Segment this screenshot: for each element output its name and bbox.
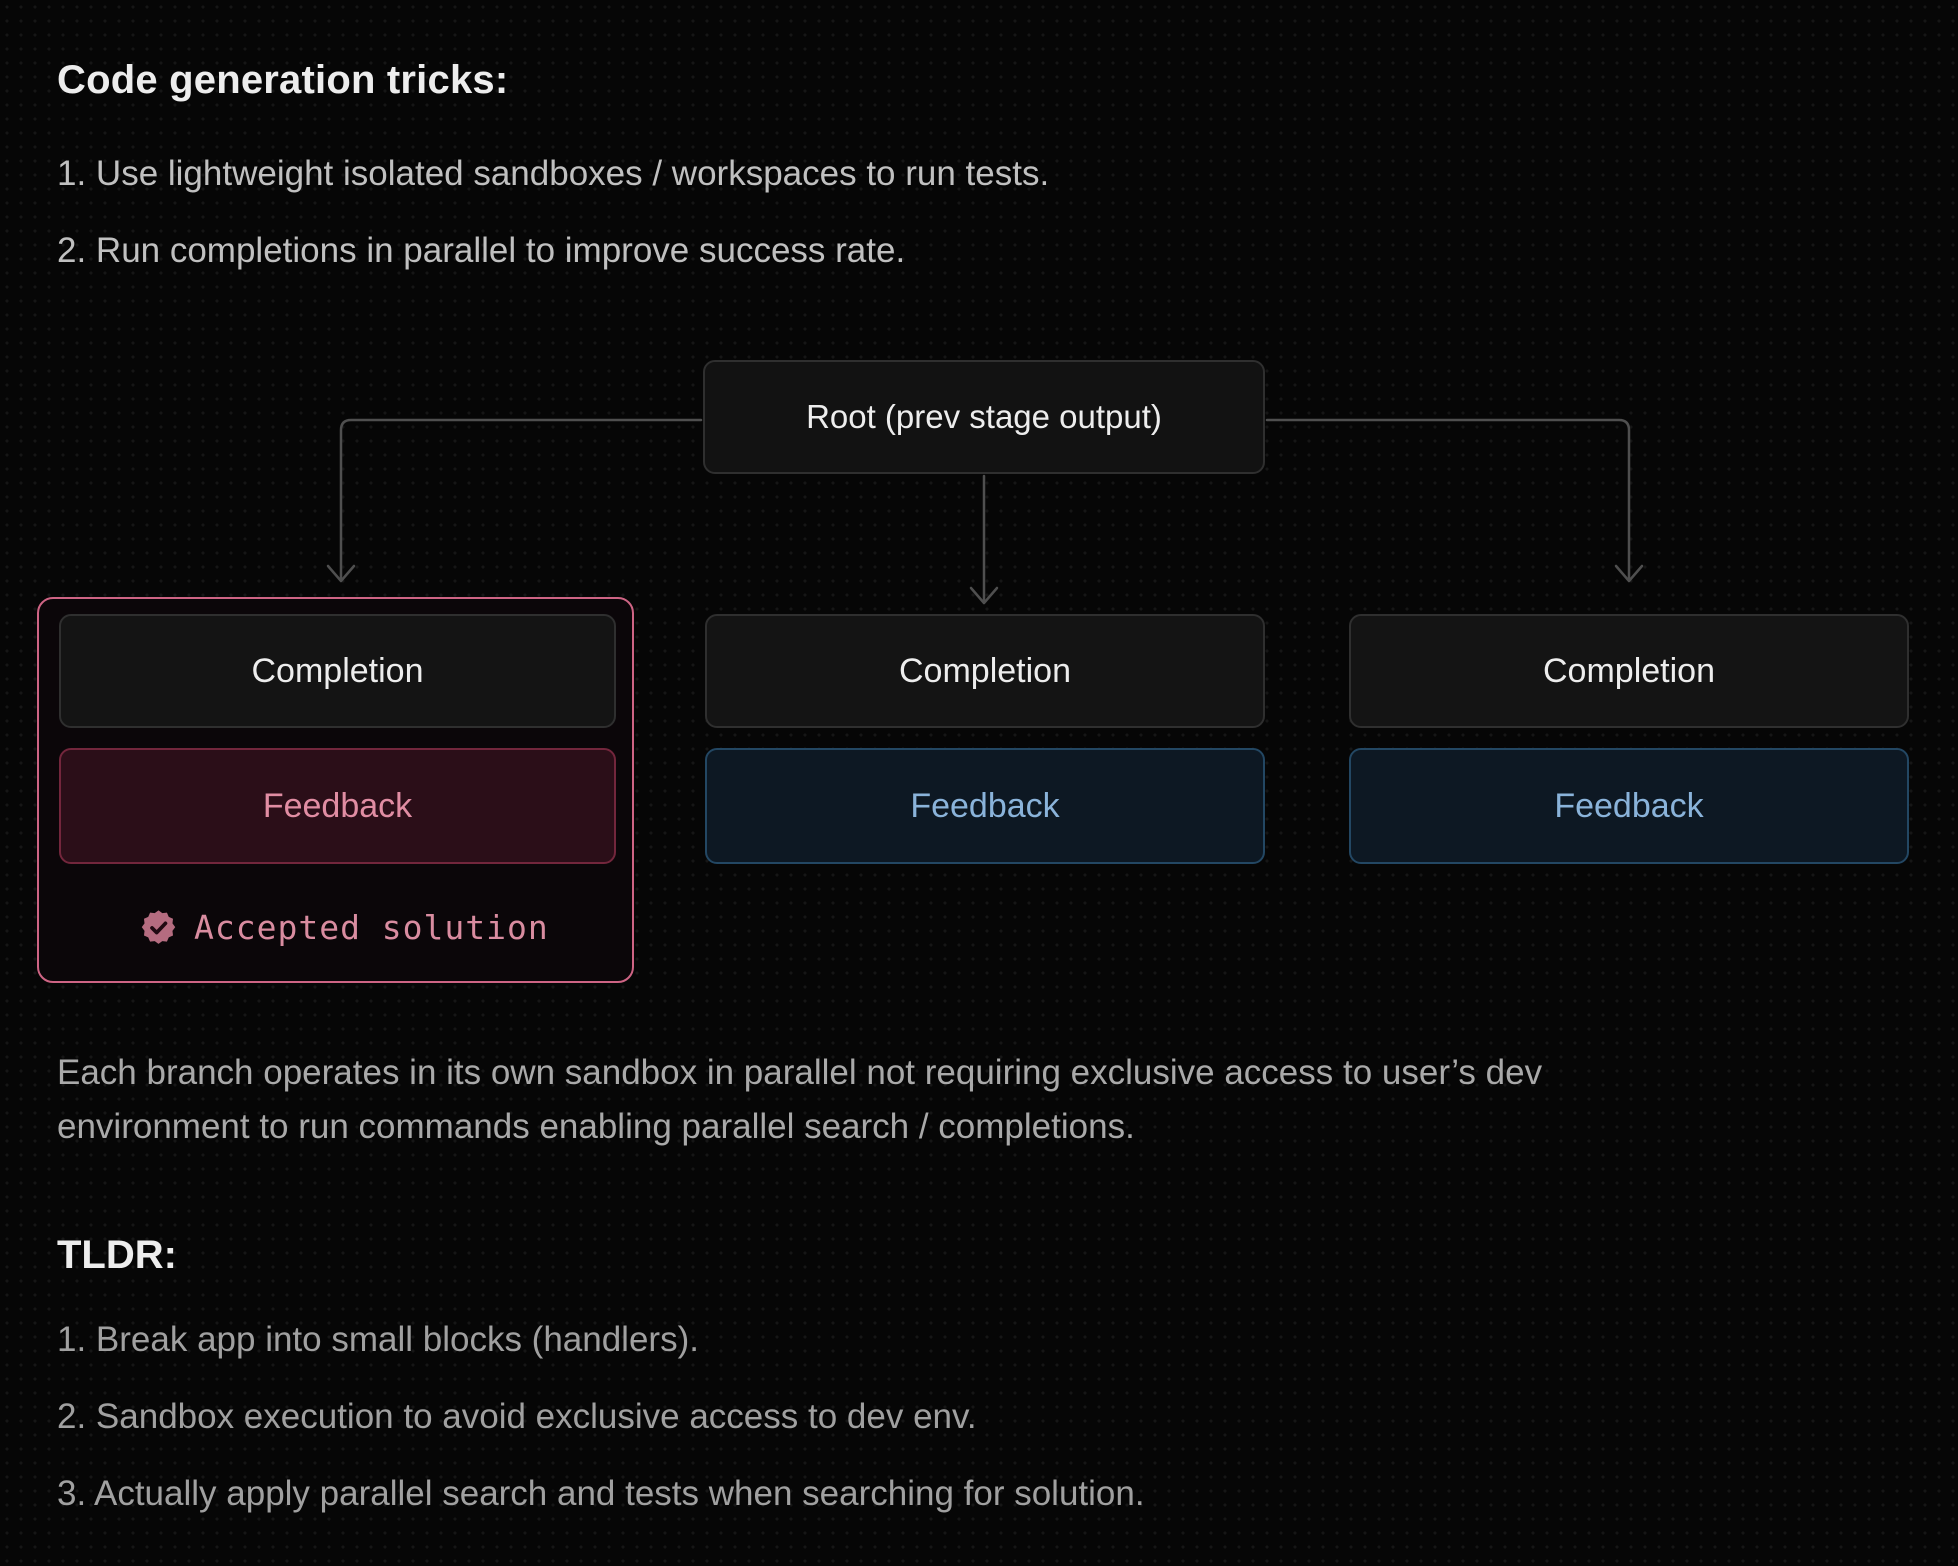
arrowhead-middle — [969, 586, 999, 605]
page-title: Code generation tricks: — [57, 58, 509, 102]
completion-node-1: Completion — [59, 614, 616, 728]
feedback-node-1-label: Feedback — [262, 786, 413, 825]
arrowhead-left — [326, 564, 356, 583]
accepted-solution-row: Accepted solution — [140, 895, 549, 959]
feedback-node-2: Feedback — [705, 748, 1265, 864]
tldr-list-item-2: 2. Sandbox execution to avoid exclusive … — [57, 1397, 977, 1436]
edge-root-to-right — [1265, 418, 1631, 580]
accepted-solution-label: Accepted solution — [194, 907, 549, 947]
arrowhead-right — [1614, 564, 1644, 583]
tldr-title: TLDR: — [57, 1233, 177, 1277]
completion-node-3: Completion — [1349, 614, 1909, 728]
edge-root-to-left — [339, 418, 703, 580]
tldr-list-item-3: 3. Actually apply parallel search and te… — [57, 1474, 1145, 1513]
feedback-node-1: Feedback — [59, 748, 616, 864]
feedback-node-2-label: Feedback — [910, 786, 1060, 825]
branch-2-container: Completion Feedback — [705, 614, 1265, 864]
explanation-paragraph: Each branch operates in its own sandbox … — [57, 1053, 1543, 1146]
root-node-label: Root (prev stage output) — [806, 398, 1162, 435]
completion-node-1-label: Completion — [251, 651, 424, 690]
seal-check-icon — [141, 909, 176, 944]
completion-node-2: Completion — [705, 614, 1265, 728]
branch-accepted-container: Completion Feedback Accepted solution — [37, 597, 634, 983]
tldr-list-item-1: 1. Break app into small blocks (handlers… — [57, 1320, 699, 1359]
completion-node-3-label: Completion — [1543, 651, 1715, 690]
intro-list-item-2: 2. Run completions in parallel to improv… — [57, 231, 906, 270]
feedback-node-3: Feedback — [1349, 748, 1909, 864]
branch-3-container: Completion Feedback — [1349, 614, 1909, 864]
feedback-node-3-label: Feedback — [1554, 786, 1704, 825]
completion-node-2-label: Completion — [899, 651, 1071, 690]
intro-list-item-1: 1. Use lightweight isolated sandboxes / … — [57, 154, 1050, 193]
root-node: Root (prev stage output) — [703, 360, 1265, 474]
